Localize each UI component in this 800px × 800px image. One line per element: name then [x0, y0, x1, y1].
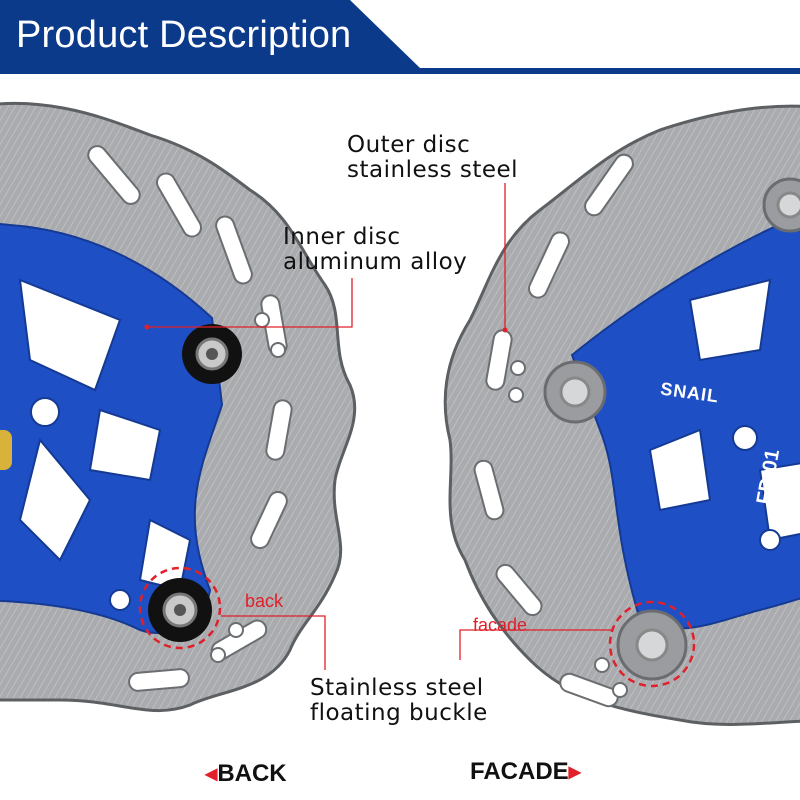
leader-lines	[147, 183, 612, 670]
label-back: ◀BACK	[205, 760, 287, 788]
callout-inner-disc-line2: aluminum alloy	[283, 249, 468, 275]
callout-buckle: Stainless steel floating buckle	[310, 676, 488, 726]
tag-back: back	[245, 591, 284, 611]
facade-buckle-lower	[616, 609, 688, 681]
tag-facade: facade	[473, 615, 528, 635]
header-shape	[0, 0, 800, 74]
label-facade: FACADE▶	[470, 758, 581, 786]
right-arrow-icon: ▶	[568, 764, 581, 781]
facade-buckle-upper	[543, 360, 607, 424]
callout-buckle-line1: Stainless steel	[310, 675, 484, 701]
callout-outer-disc: Outer disc stainless steel	[347, 133, 518, 183]
back-buckle-upper	[182, 324, 242, 384]
callout-buckle-line2: floating buckle	[310, 700, 488, 726]
page-title: Product Description	[16, 14, 352, 56]
label-back-text: BACK	[217, 760, 287, 787]
back-buckle-lower	[148, 578, 212, 642]
facade-buckle-upper-right	[762, 177, 800, 233]
back-disc	[0, 101, 357, 713]
label-facade-text: FACADE	[470, 758, 569, 785]
facade-highlight-circle	[608, 600, 696, 688]
header-banner: Product Description	[0, 0, 800, 78]
back-highlight-circle	[138, 566, 222, 650]
facade-disc: SNAIL FD-01	[443, 104, 800, 726]
left-arrow-icon: ◀	[205, 766, 218, 783]
callout-outer-disc-line2: stainless steel	[347, 157, 519, 183]
callout-outer-disc-line1: Outer disc	[347, 132, 471, 158]
callout-inner-disc-line1: Inner disc	[283, 224, 401, 250]
callout-inner-disc: Inner disc aluminum alloy	[283, 225, 467, 275]
